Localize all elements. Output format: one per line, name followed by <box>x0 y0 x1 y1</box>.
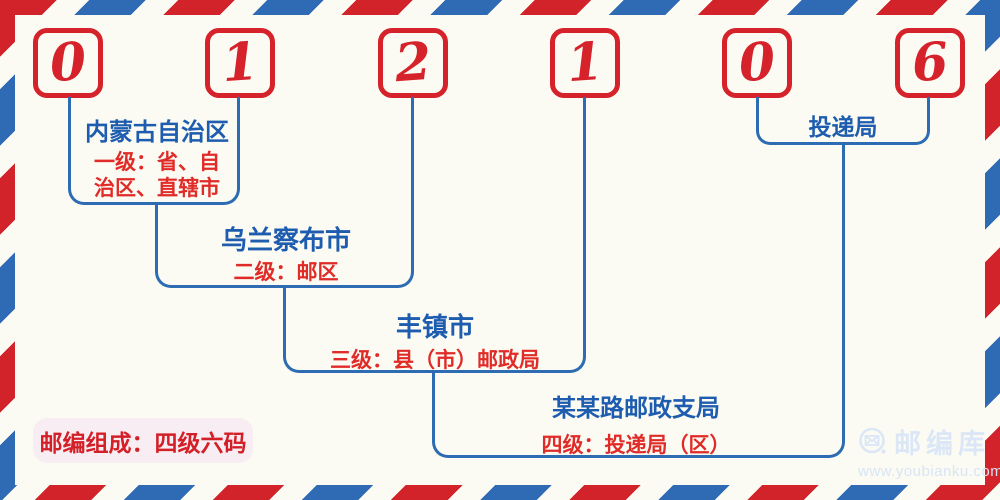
connector-level3-right <box>434 97 586 373</box>
level1-desc-line1: 一级：省、自 <box>94 151 220 174</box>
watermark: 邮编库 www.youbianku.com <box>858 422 1000 480</box>
level3-desc: 三级：县（市）邮政局 <box>330 349 540 372</box>
digit-box-4: 1 <box>550 28 620 98</box>
digit-box-5: 0 <box>722 28 792 98</box>
level4-label: 某某路邮政支局 四级：投递局（区） <box>542 388 731 459</box>
connector-delivery <box>756 97 930 145</box>
level3-label: 丰镇市 三级：县（市）邮政局 <box>330 307 540 374</box>
connector-level4-right <box>638 143 845 458</box>
delivery-label: 投递局 <box>809 108 878 142</box>
level4-desc: 四级：投递局（区） <box>541 434 731 457</box>
level1-name: 内蒙古自治区 <box>85 117 229 146</box>
watermark-brand: 邮编库 <box>894 429 990 460</box>
digit-1: 0 <box>47 30 89 95</box>
digit-5: 0 <box>736 30 778 95</box>
delivery-name: 投递局 <box>808 114 878 141</box>
connector-level4-left <box>432 373 638 458</box>
level3-name: 丰镇市 <box>395 313 474 343</box>
composition-badge: 邮编组成：四级六码 <box>33 418 253 463</box>
digit-6: 6 <box>909 30 951 95</box>
digit-box-1: 0 <box>33 28 103 98</box>
digit-3: 2 <box>392 30 434 95</box>
connector-level2-right <box>286 97 414 288</box>
digit-2: 1 <box>219 30 261 95</box>
digit-4: 1 <box>564 30 606 95</box>
watermark-url: www.youbianku.com <box>858 463 1000 480</box>
digit-box-3: 2 <box>378 28 448 98</box>
level2-label: 乌兰察布市 二级：邮区 <box>221 220 351 286</box>
connector-level2-left <box>155 205 286 288</box>
composition-badge-text: 邮编组成：四级六码 <box>39 429 247 457</box>
connector-level3-left <box>283 288 434 373</box>
connector-level1 <box>68 97 240 205</box>
envelope-logo-icon <box>859 427 886 454</box>
level2-name: 乌兰察布市 <box>220 226 352 256</box>
level1-label: 内蒙古自治区 一级：省、自 治区、直辖市 <box>85 112 229 203</box>
level4-name: 某某路邮政支局 <box>552 393 720 422</box>
digit-box-6: 6 <box>895 28 965 98</box>
level2-desc: 二级：邮区 <box>233 261 339 284</box>
level1-desc-line2: 治区、直辖市 <box>94 177 220 201</box>
digit-box-2: 1 <box>205 28 275 98</box>
content-area: 0 1 2 1 0 6 内蒙古自治区 一级：省、自 治区、直辖市 乌兰察布市 二… <box>15 15 1000 485</box>
watermark-row: 邮编库 <box>858 422 998 461</box>
